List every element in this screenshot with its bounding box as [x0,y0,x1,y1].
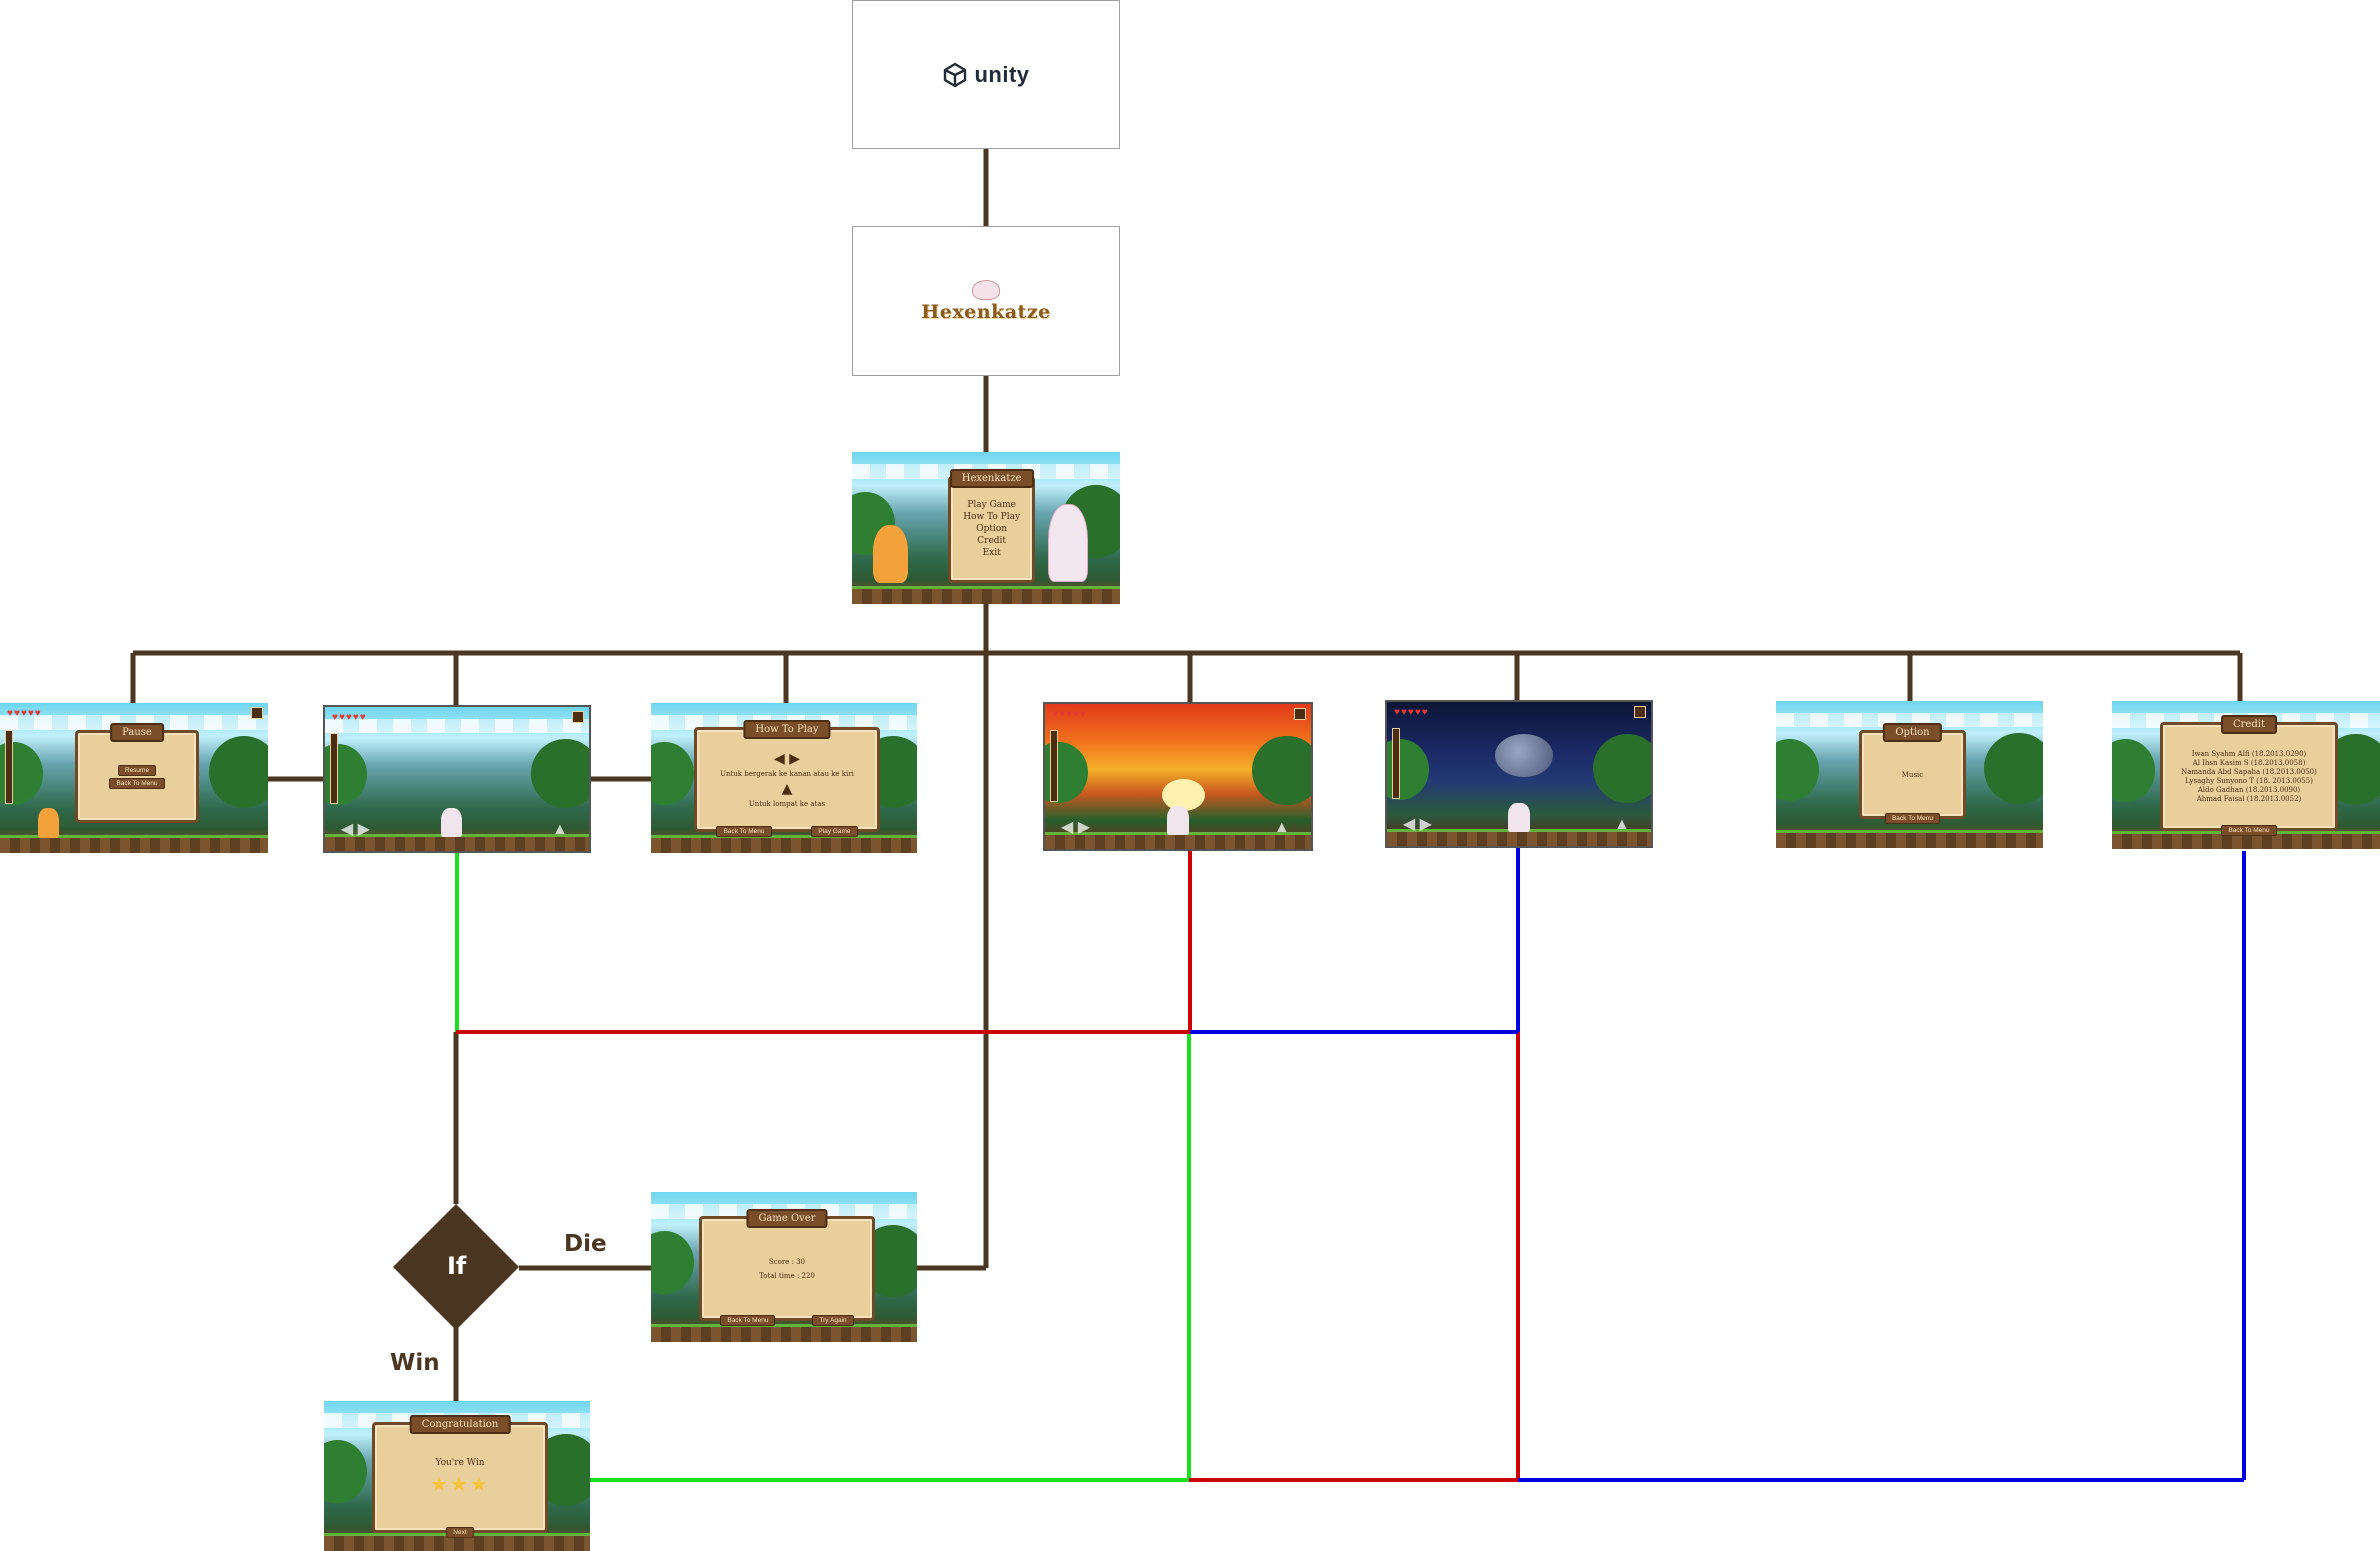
move-arrows-icon: ◀ ▶ [1402,816,1432,834]
cat-girl-character [441,807,463,837]
main-menu-screen: Hexenkatze Play Game How To Play Option … [852,452,1120,604]
youre-win-text: You're Win [435,1458,485,1468]
back-to-menu-button[interactable]: Back To Menu [720,1315,776,1326]
fox-character [37,808,59,838]
resume-button[interactable]: Resume [117,764,157,776]
menu-exit[interactable]: Exit [982,548,1001,559]
next-button[interactable]: Next [446,1527,474,1538]
option-scroll: Option Music Back To Menu [1858,723,1967,824]
move-arrows-icon: ◀ ▶ [1060,819,1091,837]
main-menu-title: Hexenkatze [949,469,1034,489]
credit-line: Ahmad Faisal (18.2013.0052) [2196,795,2302,804]
level2-screen: ♥♥♥♥♥ ◀ ▶ ▲ [1043,702,1313,851]
pause-icon [251,707,263,719]
moon-icon [1495,733,1554,777]
pause-title: Pause [110,723,164,742]
hearts-icon: ♥♥♥♥♥ [1394,707,1429,718]
how-to-play-line1: Untuk bergerak ke kanan atau ke kiri [720,770,854,778]
cat-girl-character [1508,802,1530,832]
main-menu-scroll: Hexenkatze Play Game How To Play Option … [948,469,1035,583]
energy-bar [330,732,338,805]
fox-character [873,524,909,583]
pause-screen: ♥♥♥♥♥ Pause Resume Back To Menu [0,703,268,853]
three-stars-icon: ★★★ [430,1474,490,1496]
menu-option[interactable]: Option [976,524,1008,535]
die-label: Die [564,1231,607,1257]
option-screen: Option Music Back To Menu [1776,701,2043,848]
jump-arrow-icon: ▲ [552,821,568,839]
unity-node: unity [852,0,1120,149]
credit-line: Al Ihsn Kasim S (18.2013.0058) [2192,759,2306,768]
pause-icon [1634,706,1646,718]
back-to-menu-button[interactable]: Back To Menu [716,826,772,837]
cat-girl-character [1048,503,1088,582]
pause-scroll: Pause Resume Back To Menu [75,723,199,823]
congratulation-screen: Congratulation You're Win ★★★ Next [324,1401,590,1551]
congrats-title: Congratulation [409,1415,511,1434]
credit-scroll: Credit Iwan Syahm Alfi (18.2013.0290) Al… [2160,714,2338,837]
credit-line: Namanda Abd Sapaha (18.2013.0050) [2181,768,2317,777]
cat-girl-character [1167,805,1189,835]
decision-label: If [447,1252,467,1280]
play-game-button[interactable]: Play Game [811,826,858,837]
level3-screen: ♥♥♥♥♥ ◀ ▶ ▲ [1385,700,1653,848]
credit-title: Credit [2221,714,2277,734]
menu-play-game[interactable]: Play Game [967,500,1016,511]
unity-logo: unity [942,62,1029,88]
splash-node: Hexenkatze [852,226,1120,376]
credit-line: Iwan Syahm Alfi (18.2013.0290) [2191,750,2307,759]
up-arrow-icon: ▲ [781,781,793,797]
total-time-text: Total time : 220 [759,1271,815,1280]
how-to-play-scroll: How To Play ◀ ▶ Untuk bergerak ke kanan … [693,720,881,837]
game-over-scroll: Game Over Score : 30 Total time : 220 Ba… [698,1209,876,1326]
jump-arrow-icon: ▲ [1614,816,1630,834]
try-again-button[interactable]: Try Again [812,1315,854,1326]
pause-icon [1294,708,1306,720]
energy-bar [5,730,13,804]
back-to-menu-button[interactable]: Back To Menu [109,777,165,789]
menu-how-to-play[interactable]: How To Play [963,512,1021,523]
cat-mascot-icon [972,279,1000,300]
move-arrows-icon: ◀ ▶ [340,821,370,839]
credit-screen: Credit Iwan Syahm Alfi (18.2013.0290) Al… [2112,701,2380,849]
level1-screen: ♥♥♥♥♥ ◀ ▶ ▲ [323,705,591,853]
pause-icon [572,711,584,723]
score-text: Score : 30 [768,1257,806,1266]
how-to-play-line2: Untuk lompat ke atas [748,800,826,808]
back-to-menu-button[interactable]: Back To Menu [1884,812,1941,824]
game-over-title: Game Over [746,1209,828,1228]
hearts-icon: ♥♥♥♥♥ [1052,709,1087,720]
back-to-menu-button[interactable]: Back To Menu [2221,825,2277,837]
unity-cube-icon [944,62,967,87]
option-title: Option [1883,723,1942,743]
left-right-arrows-icon: ◀ ▶ [773,751,800,767]
energy-bar [1392,727,1400,800]
unity-text: unity [974,61,1030,87]
win-label: Win [390,1350,440,1376]
how-to-play-title: How To Play [743,720,831,739]
decision-diamond [393,1204,519,1330]
credit-line: Aldo Gadhan (18.2013.0090) [2197,786,2301,795]
hexenkatze-text: Hexenkatze [921,300,1051,323]
energy-bar [1050,730,1058,802]
menu-credit[interactable]: Credit [977,536,1007,547]
hearts-icon: ♥♥♥♥♥ [7,708,42,719]
credit-line: Lysaghy Sunyono T (18. 2013.0055) [2185,777,2313,786]
how-to-play-screen: How To Play ◀ ▶ Untuk bergerak ke kanan … [651,703,917,853]
hearts-icon: ♥♥♥♥♥ [332,712,367,723]
game-over-screen: Game Over Score : 30 Total time : 220 Ba… [651,1192,917,1342]
music-label: Music [1901,770,1924,779]
hexenkatze-logo: Hexenkatze [921,279,1051,323]
congrats-scroll: Congratulation You're Win ★★★ Next [371,1415,549,1538]
jump-arrow-icon: ▲ [1273,819,1290,837]
